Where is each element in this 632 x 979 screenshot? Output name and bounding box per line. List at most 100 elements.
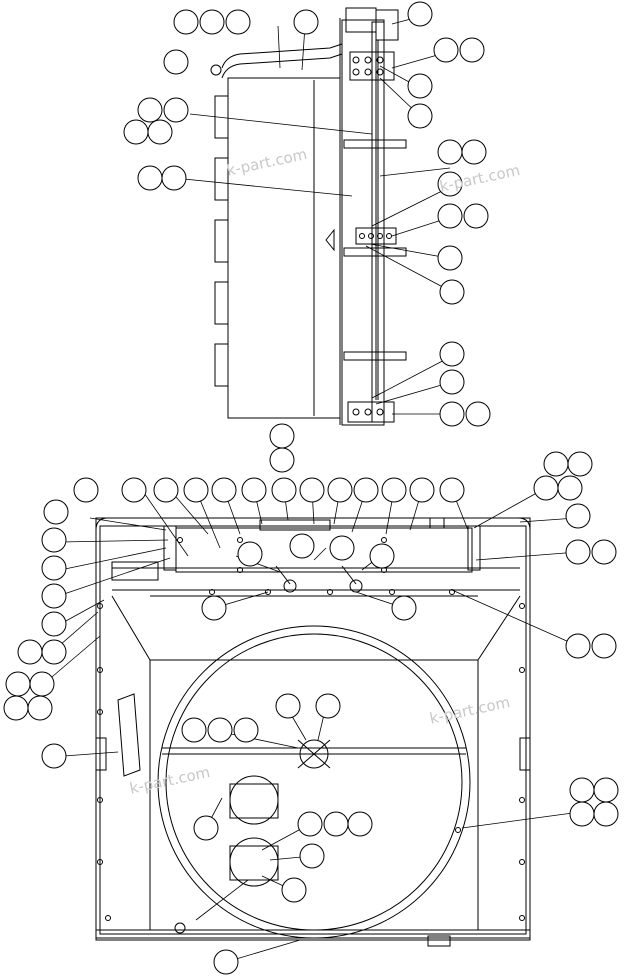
callout-circle [593,801,619,827]
callout-circle [593,777,619,803]
leader-line [451,589,579,647]
leader-line [195,879,249,921]
cross-brace [343,139,407,149]
leader-line [141,489,189,557]
callout-circle [407,1,433,27]
tank-boss [429,517,445,529]
callout-circle [269,447,295,473]
leader-line [379,167,451,177]
callout-circle [41,611,67,637]
bolt-dot [519,859,525,865]
callout-circle [565,633,591,659]
shroud-frame [95,517,531,939]
shroud-edge [477,595,521,930]
side-plate-edge [95,737,107,771]
callout-circles [3,1,619,975]
callout-circle [347,811,373,837]
callout-circle [121,477,147,503]
leader-line [369,243,449,259]
callout-circle [439,279,465,305]
leader-line [63,751,119,757]
leader-line [277,25,281,69]
cross-brace [343,351,407,361]
bolt-dot [97,667,103,673]
tab [325,228,335,252]
leader-line [59,539,169,543]
core-clip [214,343,229,387]
bolt [352,68,360,76]
callout-circle [565,539,591,565]
drain [427,935,451,947]
bolt-dot [519,667,525,673]
callout-circle [409,477,435,503]
side-box [111,561,159,581]
callout-circle [181,717,207,743]
leader-line [45,635,101,683]
callout-circle [211,477,237,503]
fan-ring-outer [157,625,471,939]
leader-line [63,599,105,623]
leader-line [189,113,373,135]
bolt-dot [105,915,111,921]
mid-block [355,227,397,245]
callout-circle [381,477,407,503]
callout-circle [565,503,591,529]
callout-circle [153,477,179,503]
hub [299,739,329,769]
bolt [352,408,360,416]
bolt-dot [519,797,525,803]
bolt [376,408,384,416]
bottom-rail [95,929,531,941]
pipe [341,565,357,585]
bolt-dot [519,915,525,921]
callout-circle [289,533,315,559]
callout-circle [533,475,559,501]
callout-circle [353,477,379,503]
frame-corner [95,517,109,531]
callout-circle [201,595,227,621]
leader-line [313,547,327,561]
callout-circle [5,671,31,697]
bolt-dot [97,859,103,865]
callout-circle [41,555,67,581]
callout-circle [41,583,67,609]
callout-circle [123,119,149,145]
callout-circle [41,639,67,665]
callout-circle [299,477,325,503]
callout-circle [437,139,463,165]
callout-circle [233,717,259,743]
pipe-end [283,579,297,593]
callout-circle [315,693,341,719]
bolt-dot [237,567,243,573]
callout-circle [461,139,487,165]
hose [221,43,343,69]
outline-line [297,739,331,769]
pipe [275,565,291,585]
callout-circle [407,103,433,129]
bracket-ring [229,775,279,825]
leader-line [371,355,453,399]
bracket [229,783,279,819]
bottom-block [347,401,395,423]
callout-circle [459,37,485,63]
tank-end [467,525,481,571]
hose [221,53,343,79]
side-plate [117,693,141,777]
callout-circle [463,203,489,229]
callout-circle [591,633,617,659]
callout-circle [439,401,465,427]
callout-circle [569,801,595,827]
bolt-dot [97,797,103,803]
bolt [364,408,372,416]
side-plate-edge [519,737,531,771]
frame-corner [517,517,531,531]
leader-line [461,811,581,829]
callout-circle [199,9,225,35]
core-clip [214,219,229,263]
bolt [386,233,392,239]
leader-line [365,245,453,293]
filler-neck [259,519,331,531]
callout-circle [439,341,465,367]
callout-circle [163,97,189,123]
callout-circle [147,119,173,145]
